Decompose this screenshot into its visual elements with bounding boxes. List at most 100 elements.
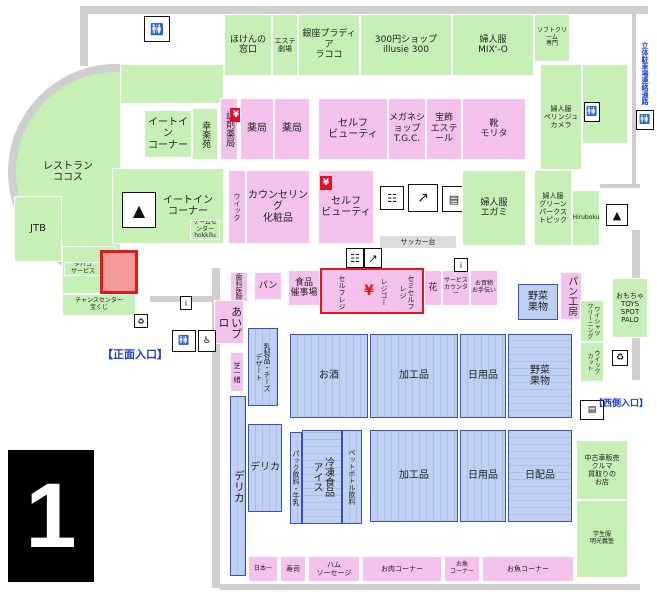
shop-label: ウイック カット [586,350,600,374]
shop-aipro[interactable]: あいプロ [214,300,244,344]
shop-label: ほけんの 窓口 [229,34,266,55]
recycle-icon: ♻ [612,350,628,366]
shop-tgc[interactable]: メガネショップ T.G.C. [388,98,426,160]
wall [600,184,640,188]
shop-label: Hiruboku [572,213,600,221]
shop-hiruboku[interactable]: Hiruboku [572,190,600,246]
semi-self-register[interactable]: セミセルフ レジ [396,272,418,312]
shop-label: 婦人服 エガミ [480,197,508,218]
shop-esthe[interactable]: エステ 劇場 [272,14,298,76]
processed-food-2[interactable]: 加工品 [370,430,458,522]
chance-label: チャンスセンター 宝くじ [75,297,123,311]
shopping-assist[interactable]: お買物 お手伝い [470,270,498,306]
shop-label: あいプロ [217,305,243,339]
pharmacy-1[interactable]: 薬局 [240,98,274,160]
service-counter[interactable]: サービス カウンター [442,270,470,306]
shop-esthetics[interactable]: 宝飾 エステール [426,98,462,160]
fish-corner-1[interactable]: お魚 コーナー [444,556,480,582]
eat-in-corner-1[interactable]: イートイン コーナー [144,110,192,158]
shop-perinju[interactable]: 婦人服 ペリンジュ カメラ [540,64,582,170]
nihon-ichi[interactable]: 日本一 [248,556,278,582]
daily-goods-2[interactable]: 日用品 [460,430,506,522]
food-event-hall[interactable]: 食品 催事場 [288,270,320,306]
chance-center[interactable]: チャンスセンター 宝くじ [62,294,136,316]
shop-game-center[interactable]: ゲームセンター hokkilu [190,220,220,240]
eatin-label: イートイン コーナー [163,194,213,218]
tobacco-service[interactable]: タバコ サービス [64,262,102,276]
escalator-icon: ↗ [364,248,382,268]
shop-label: 日本一 [253,564,272,572]
wick-cut[interactable]: ウイック カット [580,342,604,382]
shop-label: ワイシャツ クリーニング [586,303,600,339]
shop-label: 花 [428,282,438,293]
soccer-table: サッカー台 [380,236,456,248]
dry-cleaning[interactable]: ワイシャツ クリーニング [580,300,604,342]
flower-shop[interactable]: 花 [424,270,442,306]
shop-label: ソフトクリーム 専門 [536,26,567,48]
jtb-store[interactable]: JTB [14,196,62,262]
deli-aisle[interactable]: デリカ [230,396,246,576]
shop-small-top-right[interactable]: ソフトクリーム 専門 [534,14,570,62]
ham-sausage[interactable]: ハム ソーセージ [308,556,360,582]
self-beauty-1[interactable]: セルフ ビューティ [318,98,388,160]
frozen-food[interactable]: 冷凍食品 アイス [302,430,342,524]
entrance-text: 【西側入口】 [594,399,649,409]
shop-label: 食品 催事場 [290,277,318,298]
shop-label: 婦人服 ペリンジュ カメラ [543,104,579,130]
register-label: セミセルフ レジ [399,274,416,310]
toys-spot-palo[interactable]: おもちゃ TOYS SPOT PALO [612,278,648,338]
stairs-icon: ▲ [606,204,628,226]
deli-counter[interactable]: デリカ [248,424,282,512]
section-label: パック飲料・牛乳 [292,450,301,506]
sushi-corner[interactable]: 寿司 [280,556,306,582]
dental-clinic[interactable]: 歯科医院 [230,272,248,302]
west-entrance-label[interactable]: 【西側入口】 [594,396,648,409]
section-label: 加工品 [399,370,429,382]
shop-hoken-no-madoguchi[interactable]: ほけんの 窓口 [224,14,272,76]
school-uniform-meiko[interactable]: 学生服 明光義塾 [576,500,628,578]
shop-label: 調剤薬局 [224,111,235,147]
shop-ginza-pradia[interactable]: 銀座プラディア ラココ [298,14,360,76]
shop-egami[interactable]: 婦人服 エガミ [462,170,526,246]
fish-corner-2[interactable]: お魚コーナー [482,556,574,582]
shop-green-parks[interactable]: 婦人服 グリーン パークス トピック [534,170,572,246]
daily-goods-1[interactable]: 日用品 [460,334,506,418]
shop-kourakuen[interactable]: 幸楽苑 [192,108,218,160]
pet-bottle-drinks[interactable]: ペットボトル飲料 [342,430,362,524]
used-car-shop[interactable]: 中古車販売 クルマ 買取りの お店 [576,440,628,500]
shop-label: エステ 劇場 [274,36,296,53]
meat-corner[interactable]: お肉コーナー [362,556,442,582]
processed-food-1[interactable]: 加工品 [370,334,458,418]
shop-mixo[interactable]: 婦人服 MIX'-O [452,14,534,76]
produce-section[interactable]: 野菜 果物 [508,334,572,418]
shop-label: お魚 コーナー [449,561,474,575]
restroom-icon: 🚻 [636,110,654,130]
shop-label: セルフ ビューティ [328,117,378,141]
daily-dairy-goods[interactable]: 日配品 [508,430,572,522]
shop-label: サービス カウンター [443,276,468,298]
pharmacy-2[interactable]: 薬局 [274,98,310,160]
packaged-drinks[interactable]: パック飲料・牛乳 [290,432,302,524]
shop-label: メガネショップ T.G.C. [389,113,426,145]
counseling-cosmetics[interactable]: カウンセリング 化粧品 [246,170,310,244]
self-register[interactable]: セルフレジ [334,272,350,312]
shop-shiba[interactable]: 芝一緒 [230,352,244,392]
main-entrance-label[interactable]: 【正面入口】 [102,346,168,362]
produce-front[interactable]: 野菜 果物 [518,284,558,320]
shop-label: 300円ショップ illusie 300 [374,34,438,55]
sake-section[interactable]: お酒 [290,334,368,418]
info-icon: i [454,258,468,272]
shop-label: 寿司 [286,564,300,573]
shop-illusie-300[interactable]: 300円ショップ illusie 300 [360,14,452,76]
bakery-kobo[interactable]: パン工房 [560,272,582,320]
eatin-label: イートイン コーナー [148,116,188,151]
atm-yen-icon: ¥ [230,108,242,122]
wall [80,6,648,14]
bread-corner[interactable]: パン [254,272,282,300]
shop-label: パン [258,280,278,291]
shop-morita[interactable]: 靴 モリタ [462,98,526,160]
register-go[interactable]: レジゴー [376,272,392,312]
shop-wick[interactable]: ウイック [228,170,246,244]
dairy-dessert[interactable]: 乳製品・チーズ デザート [248,328,278,406]
